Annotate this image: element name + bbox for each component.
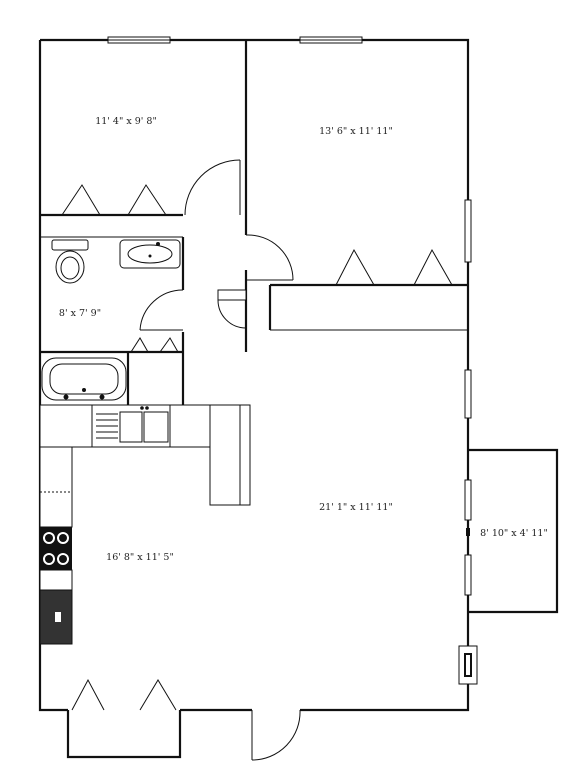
refrigerator-icon [39,589,73,645]
window-icon [464,369,472,419]
door-icon [251,709,301,761]
room-label-porch: 8' 10" x 4' 11" [480,528,548,539]
interior-walls [40,40,468,405]
sink-icon [119,239,181,269]
door-icon [184,159,241,216]
window-icon [299,36,363,44]
stove-icon [40,527,72,570]
door-icon [217,289,247,329]
bathtub-icon [41,357,127,401]
window-icon [464,479,472,596]
closet-door-icon [61,184,453,711]
window-icon [458,645,478,685]
room-label-kitchen: 16' 8" x 11' 5" [106,552,174,563]
room-label-bathroom: 8' x 7' 9" [59,308,101,319]
room-label-bedroom-1: 11' 4" x 9' 8" [95,116,157,127]
room-label-living: 21' 1" x 11' 11" [319,502,393,513]
window-icon [464,199,472,263]
door-icon [245,234,294,281]
toilet-icon [51,239,89,284]
kitchen-sink-icon [96,406,169,443]
door-icon [139,289,184,331]
window-icon [107,36,171,44]
room-label-bedroom-2: 13' 6" x 11' 11" [319,126,393,137]
